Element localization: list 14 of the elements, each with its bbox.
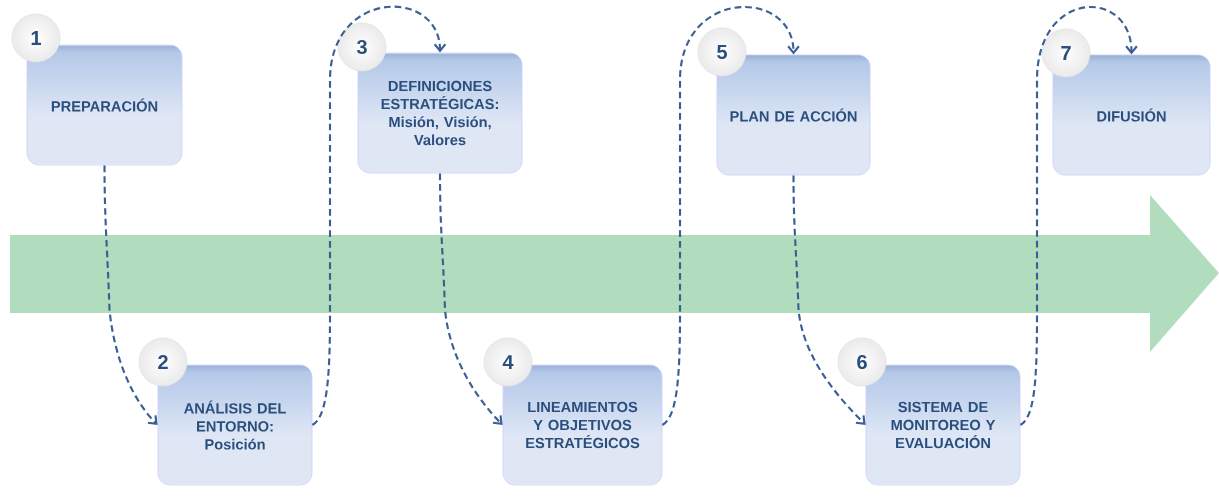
dashed-arrow [438,173,503,425]
number-badge: 5 [697,27,747,77]
dashed-arrow [103,165,158,425]
number-badge: 6 [837,337,887,387]
step-box: PREPARACIÓN [26,44,183,166]
number-badge: 3 [337,22,387,72]
dashed-arrow [661,6,800,426]
dashed-arrow [1019,6,1138,426]
number-badge: 1 [11,13,61,63]
number-badge: 4 [483,337,533,387]
number-badge: 2 [138,337,188,387]
dashed-arrow [311,5,447,426]
dashed-arrow [792,175,866,425]
number-badge: 7 [1041,28,1091,78]
